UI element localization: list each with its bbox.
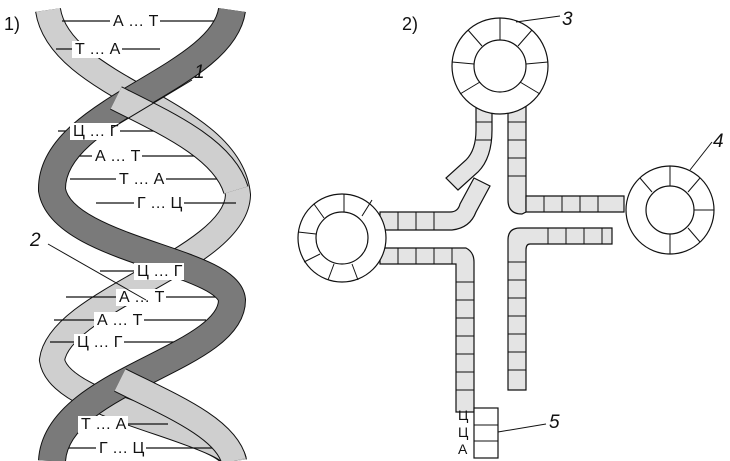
base-pair-3: Ц … Г [73, 123, 119, 140]
trna-cloverleaf [298, 18, 714, 458]
panel-label-1: 1) [4, 14, 20, 34]
callout-4-leader [690, 142, 712, 170]
base-pair-12: Г … Ц [99, 440, 145, 457]
panel-label-2: 2) [402, 14, 418, 34]
base-pair-10: Ц … Г [77, 334, 123, 351]
callout-2: 2 [29, 230, 41, 251]
base-pair-2: Т … А [75, 41, 121, 58]
base-pair-7: Ц … Г [137, 263, 183, 280]
acceptor-base-3: А [458, 441, 468, 457]
callout-3: 3 [562, 9, 573, 30]
callout-5: 5 [549, 412, 560, 433]
base-pair-4: А … Т [95, 148, 141, 165]
acceptor-base-2: Ц [458, 424, 469, 440]
base-pair-1: А … Т [113, 13, 159, 30]
base-pair-11: Т … А [81, 416, 127, 433]
base-pair-5: Т … А [119, 171, 165, 188]
callout-1: 1 [194, 62, 205, 83]
base-pair-6: Г … Ц [137, 195, 183, 212]
callout-3-leader [516, 16, 560, 22]
acceptor-base-1: Ц [458, 407, 469, 423]
base-pair-9: А … Т [97, 312, 143, 329]
callout-4: 4 [713, 131, 724, 152]
callout-5-leader [498, 424, 546, 432]
